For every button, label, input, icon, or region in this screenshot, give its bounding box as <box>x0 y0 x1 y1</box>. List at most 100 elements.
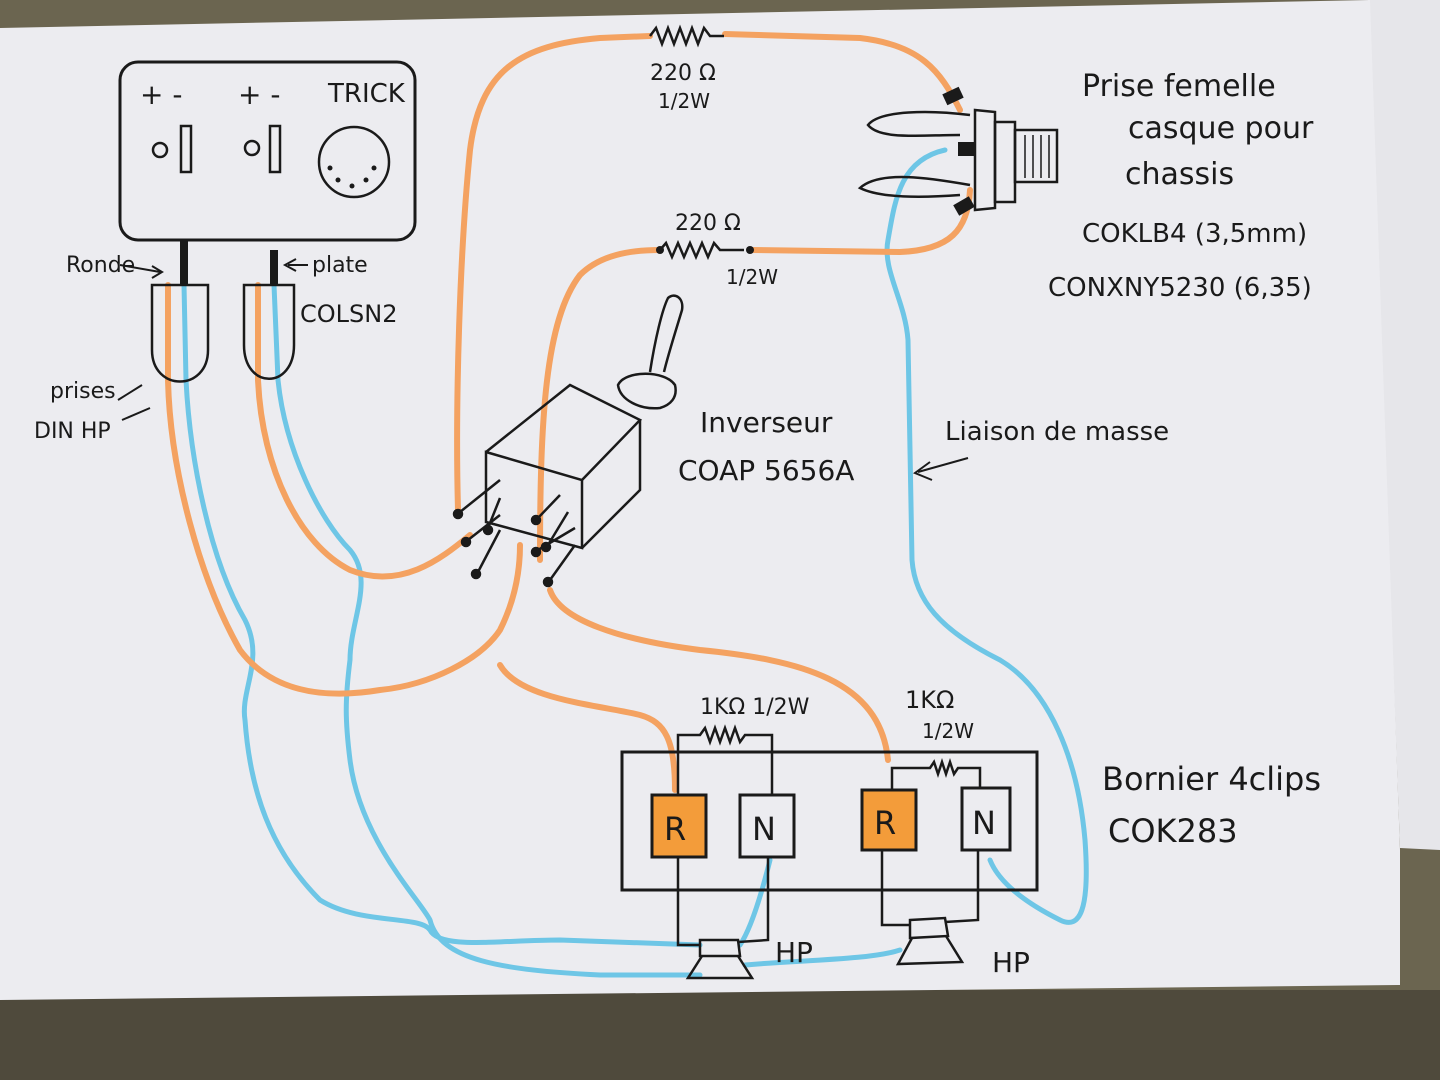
speaker-plugs <box>117 240 308 421</box>
plug-body-2 <box>242 283 296 380</box>
arrow-prises-2 <box>121 407 151 421</box>
hp2-cone <box>895 935 965 966</box>
plug-pin-flat <box>270 250 278 285</box>
switch-name: Inverseur <box>700 406 833 439</box>
ronde-label: Ronde <box>66 253 135 278</box>
plug-body-1 <box>150 283 210 383</box>
arrow-ronde <box>119 264 161 273</box>
arrow-ronde-head <box>151 265 164 279</box>
terminal-r2 <box>860 788 918 852</box>
hp1-wire-a <box>676 857 700 947</box>
terminal-block: R N R N <box>620 724 1039 892</box>
jack-ref-635: CONXNY5230 (6,35) <box>1048 273 1312 303</box>
jack-flange <box>973 108 997 212</box>
ground-arrow-head <box>912 461 933 481</box>
resistor-mid <box>659 239 744 261</box>
prises-label: prises <box>50 379 116 404</box>
terminal-n1-label: N <box>752 810 776 848</box>
polarity-label-2: + - <box>238 78 280 111</box>
terminal-n2 <box>960 786 1012 852</box>
jack-contact <box>942 86 964 106</box>
jack-lug-bottom <box>857 175 971 198</box>
switch-top <box>485 383 643 481</box>
background-paper <box>1368 0 1440 850</box>
switch-lever <box>648 294 684 373</box>
right-jack-orange-wire <box>255 282 473 580</box>
jack-lug-top <box>866 110 971 138</box>
hp1-wire-b <box>737 857 770 944</box>
headphone-jack <box>857 86 1059 216</box>
flat-socket-2 <box>268 124 282 174</box>
hp2-label: HP <box>992 946 1030 979</box>
hp2-wire-b <box>944 850 980 924</box>
jack-title-line1: Prise femelle <box>1082 69 1276 104</box>
terminal-block-outline <box>620 750 1039 892</box>
switch-bushing <box>616 372 677 410</box>
hp2-magnet <box>908 916 950 940</box>
bench-edge <box>0 990 1440 1080</box>
din-pin <box>371 165 377 171</box>
resistor-mid-value: 220 Ω <box>675 211 741 236</box>
colsn2-label: COLSN2 <box>300 300 397 328</box>
terminal-r1 <box>650 793 708 859</box>
jack-thread <box>1024 135 1050 178</box>
terminal-block-ref: COK283 <box>1108 812 1238 850</box>
arrow-plate-head <box>282 258 297 272</box>
jack-title-line3: chassis <box>1125 157 1234 192</box>
din-socket <box>317 125 391 199</box>
resistor-mid-end <box>656 246 664 254</box>
switch-to-r1-orange-wire <box>497 662 678 793</box>
resistor-top-value: 220 Ω <box>650 61 716 86</box>
round-socket-1 <box>151 141 169 159</box>
round-socket-2 <box>243 139 261 157</box>
resistor-1k-left-label: 1KΩ 1/2W <box>700 695 810 720</box>
terminal-r1-label: R <box>664 810 686 848</box>
resistor-top <box>649 24 724 48</box>
resistor-1k-right <box>890 758 982 790</box>
resistor-1k-right-power: 1/2W <box>922 719 974 743</box>
hp1-cone <box>685 955 755 980</box>
flat-socket-1 <box>179 124 193 174</box>
din-panel: + - + - TRICK <box>118 60 417 242</box>
switch-ref: COAP 5656A <box>678 454 854 487</box>
left-jack-orange-wire <box>165 282 523 697</box>
right-jack-blue-wire <box>271 282 703 978</box>
switch-to-r2-orange-wire <box>547 587 891 763</box>
jack-title-line2: casque pour <box>1128 111 1314 146</box>
jack-ref-35: COKLB4 (3,5mm) <box>1082 219 1307 249</box>
din-pin <box>363 177 369 183</box>
toggle-switch <box>452 294 684 588</box>
jack-barrel <box>1013 128 1059 184</box>
arrow-prises-1 <box>117 384 143 401</box>
ground-wire <box>884 147 1089 925</box>
resistor-mid-end <box>746 246 754 254</box>
din-pin <box>335 177 341 183</box>
trick-label: TRICK <box>327 79 406 109</box>
speakers <box>676 850 980 980</box>
resistor-1k-left <box>676 724 774 795</box>
resistor-top-power: 1/2W <box>658 89 710 113</box>
jack-contact <box>958 142 974 156</box>
din-pin <box>349 183 355 189</box>
ground-label: Liaison de masse <box>945 417 1169 447</box>
resistor-1k-right-value: 1KΩ <box>905 686 954 714</box>
hp1-label: HP <box>775 936 813 969</box>
jack-contact <box>953 196 975 216</box>
panel-outline <box>118 60 417 242</box>
din-pin <box>327 165 333 171</box>
plug-pin-round <box>180 240 188 285</box>
terminal-n2-label: N <box>972 804 996 842</box>
ground-arrow <box>917 457 969 473</box>
resistor-mid-power: 1/2W <box>726 265 778 289</box>
din-hp-label: DIN HP <box>34 419 111 444</box>
switch-pins <box>452 479 577 588</box>
polarity-label-1: + - <box>140 78 182 111</box>
hp2-wire-a <box>880 850 910 927</box>
left-jack-blue-wire <box>181 282 703 948</box>
plate-label: plate <box>312 253 368 278</box>
terminal-r2-label: R <box>874 804 896 842</box>
switch-side <box>581 420 642 549</box>
hp1-magnet <box>698 938 742 958</box>
terminal-block-title: Bornier 4clips <box>1102 760 1321 798</box>
